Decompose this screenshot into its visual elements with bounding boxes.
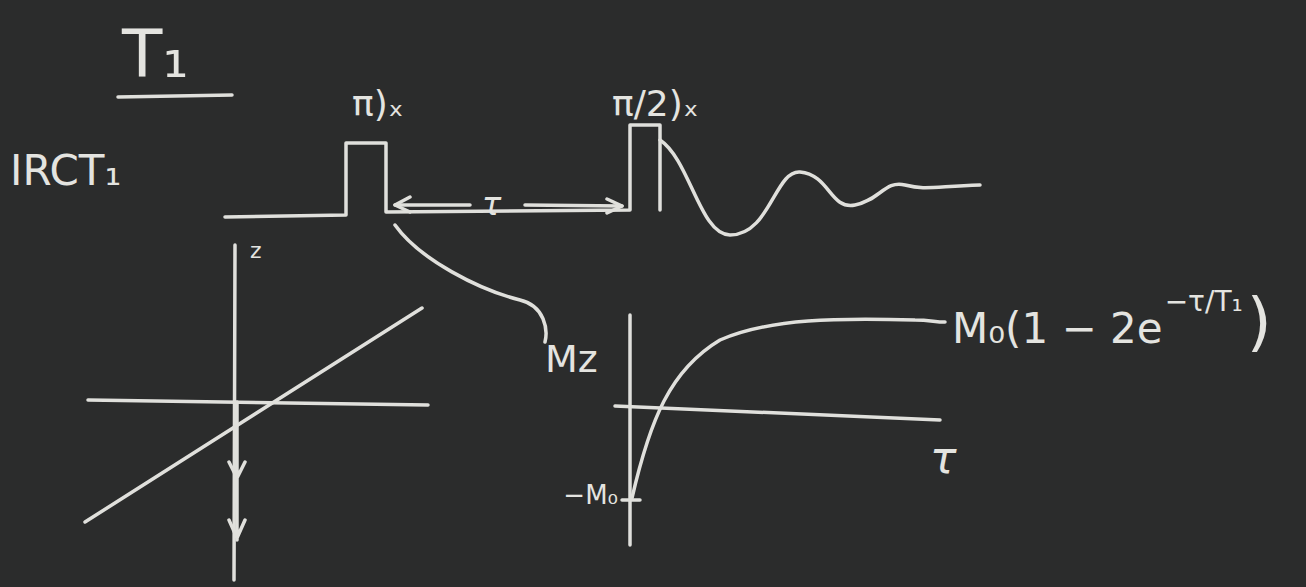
recovery-curve <box>632 319 945 498</box>
formula: M₀(1 − 2e <box>952 308 1163 350</box>
plot-axis <box>615 406 940 420</box>
magnetization-vector <box>229 402 245 540</box>
leader-line <box>395 225 546 342</box>
title: T₁ <box>122 22 189 88</box>
fid-signal <box>660 140 980 235</box>
pulse-sequence <box>225 125 660 217</box>
plot-axis <box>628 315 632 545</box>
arrowheads <box>395 197 622 213</box>
formula: ) <box>1247 290 1272 354</box>
y-axis <box>85 308 422 522</box>
axis-label: z <box>250 240 262 262</box>
title-underline <box>118 95 232 97</box>
tau-arrow <box>395 205 622 206</box>
x-axis <box>88 400 428 405</box>
axis-label: −M₀ <box>563 482 618 508</box>
formula-exponent: −τ/T₁ <box>1165 288 1243 316</box>
pulse-label: π/2)ₓ <box>612 86 699 122</box>
delay-label: τ <box>482 188 501 220</box>
sequence-name: IRCT₁ <box>10 150 121 192</box>
pulse-label: π)ₓ <box>352 86 404 122</box>
axis-label: τ <box>930 436 957 480</box>
axis-label: Mz <box>545 340 598 378</box>
